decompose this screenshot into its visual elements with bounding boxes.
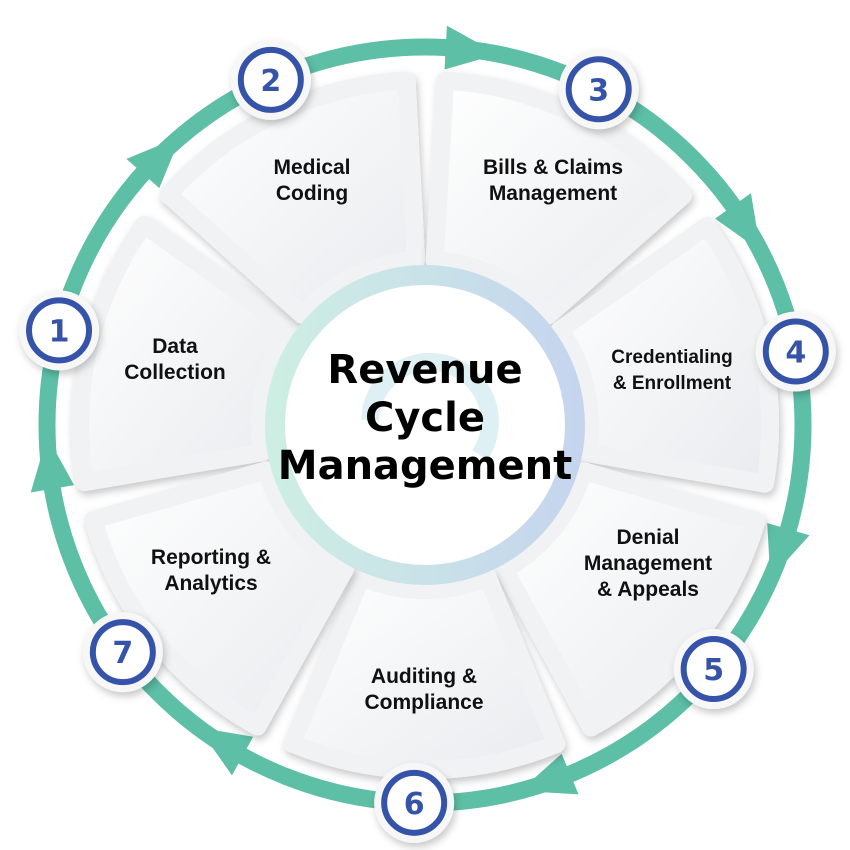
step-number-badge-3: 3 <box>558 49 639 130</box>
badge-ring <box>237 46 304 113</box>
center-watermark-swirl <box>361 352 499 460</box>
step-card-1 <box>71 215 300 491</box>
cycle-arrow-icon <box>715 193 761 251</box>
step-card-4 <box>550 217 779 493</box>
label-line: Medical <box>273 156 351 179</box>
label-line: Management <box>488 182 618 205</box>
badge-number: 4 <box>785 335 806 370</box>
cycle-arrow-icon <box>520 753 579 795</box>
label-line: Reporting & <box>150 546 272 569</box>
step-label-credentialing: Credentialing & Enrollment <box>611 345 732 397</box>
title-line: Cycle <box>365 395 485 441</box>
step-number-badge-2: 2 <box>230 39 311 120</box>
badge-ring <box>89 619 156 686</box>
label-line: Compliance <box>364 691 484 714</box>
badge-number: 2 <box>260 64 281 99</box>
badge-ring <box>680 636 747 703</box>
cycle-arrow-icon <box>444 25 499 70</box>
badge-ring <box>26 297 93 364</box>
step-card-6 <box>283 568 566 779</box>
step-number-badge-5: 5 <box>673 629 754 710</box>
label-line: Credentialing <box>611 347 733 368</box>
label-line: Denial <box>616 526 680 549</box>
step-number-badge-6: 6 <box>374 762 455 843</box>
label-line: Analytics <box>164 572 258 595</box>
step-label-reporting: Reporting & Analytics <box>151 545 271 597</box>
title-line: Management <box>277 443 573 489</box>
step-number-badge-4: 4 <box>755 311 836 392</box>
step-card-3 <box>425 71 692 325</box>
step-number-badge-7: 7 <box>82 612 163 693</box>
badge-ring <box>762 318 829 385</box>
center-circle <box>265 265 585 585</box>
badge-ring <box>565 56 632 123</box>
label-line: Data <box>152 335 198 358</box>
step-card-7 <box>84 461 354 736</box>
cycle-arrow-icon <box>767 523 810 579</box>
label-line: & Enrollment <box>612 373 732 394</box>
title-line: Revenue <box>327 347 523 393</box>
label-line: & Appeals <box>597 578 699 601</box>
cycle-arrow-icon <box>198 727 254 776</box>
label-line: Collection <box>124 361 226 384</box>
badge-number: 3 <box>588 73 609 108</box>
label-line: Bills & Claims <box>482 156 624 179</box>
badge-ring <box>381 769 448 836</box>
label-line: Auditing & <box>370 665 478 688</box>
label-line: Management <box>583 552 713 575</box>
label-line: Coding <box>275 182 349 205</box>
cycle-arrow-icon <box>30 436 75 493</box>
cycle-arrow-icon <box>126 136 181 189</box>
badge-number: 6 <box>404 787 425 822</box>
step-number-badge-1: 1 <box>19 290 100 371</box>
center-title: Revenue Cycle Management <box>278 346 572 490</box>
step-label-auditing: Auditing & Compliance <box>364 664 483 716</box>
badge-number: 1 <box>49 314 70 349</box>
badge-number: 7 <box>112 636 133 671</box>
step-card-5 <box>495 462 766 737</box>
step-card-2 <box>159 71 426 324</box>
badge-number: 5 <box>703 653 724 688</box>
